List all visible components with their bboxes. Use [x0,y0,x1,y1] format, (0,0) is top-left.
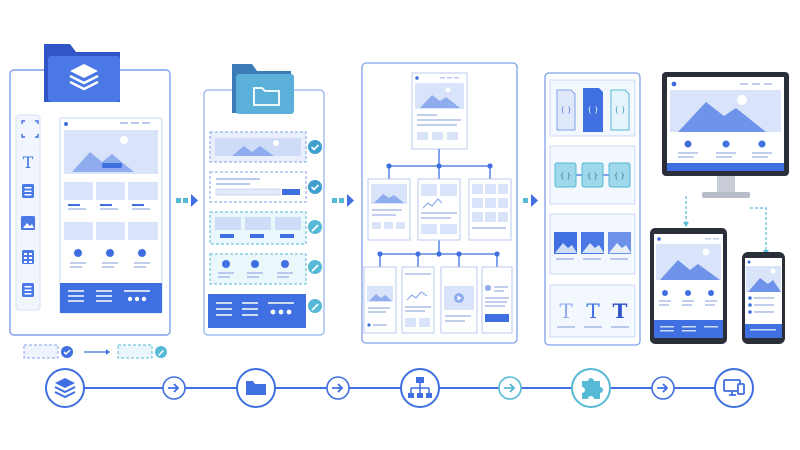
arrow-icon [498,376,522,400]
sitemap-icon [408,377,432,398]
tablet-device [650,228,727,344]
legend [23,344,167,359]
tool-strip: T [15,114,41,311]
panel-design-system: T [9,44,171,336]
folder-icon [246,381,266,395]
code-file-icon: { } [556,89,576,131]
code-file-icon: { } [610,89,630,131]
panel-components: { } { } { } { } { } { } [544,72,641,346]
image-component-icon [554,232,577,260]
code-block [608,162,631,188]
svg-text:{ }: { } [587,106,598,114]
desktop-monitor [662,72,789,198]
typography-glyph-bold: T [613,299,628,323]
svg-text:{ }: { } [587,172,598,180]
layout-tool-icon[interactable] [22,184,34,198]
panel-organize [203,64,325,336]
layers-icon [54,378,76,399]
image-tool-icon[interactable] [21,216,35,230]
flow-arrow-2 [332,194,354,207]
page-mockup [59,117,163,314]
arrow-icon [651,376,675,400]
panel-responsive [650,72,789,344]
flow-arrow-1 [176,194,198,207]
svg-text:{ }: { } [614,172,625,180]
step-layers[interactable] [45,368,85,408]
grid-tool-icon[interactable] [22,250,34,264]
folder-layers-icon [44,44,120,102]
step-sitemap[interactable] [400,368,440,408]
arrow-icon [162,376,186,400]
devices-icon [723,379,745,396]
arrow-icon [326,376,350,400]
image-component-icon [581,232,604,260]
step-folder[interactable] [236,368,276,408]
image-component-icon [608,232,631,260]
step-devices[interactable] [714,368,754,408]
folder-icon [232,64,294,114]
code-block [581,162,604,188]
svg-text:{ }: { } [614,106,625,114]
panel-sitemap [361,62,518,344]
code-block [554,162,577,188]
svg-text:{ }: { } [560,106,571,114]
puzzle-icon [582,378,603,399]
check-icon [308,140,322,154]
process-timeline [45,368,754,408]
flow-arrow-3 [523,194,538,207]
check-icon [308,180,322,194]
typography-glyph-regular: T [586,299,600,323]
step-components[interactable] [571,368,611,408]
list-tool-icon[interactable] [22,283,34,297]
crop-icon[interactable] [21,120,39,138]
svg-text:{ }: { } [560,172,571,180]
typography-glyph-light: T [559,299,573,323]
phone-device [742,252,785,344]
text-tool-icon[interactable]: T [23,153,34,172]
code-file-icon: { } [583,88,603,132]
